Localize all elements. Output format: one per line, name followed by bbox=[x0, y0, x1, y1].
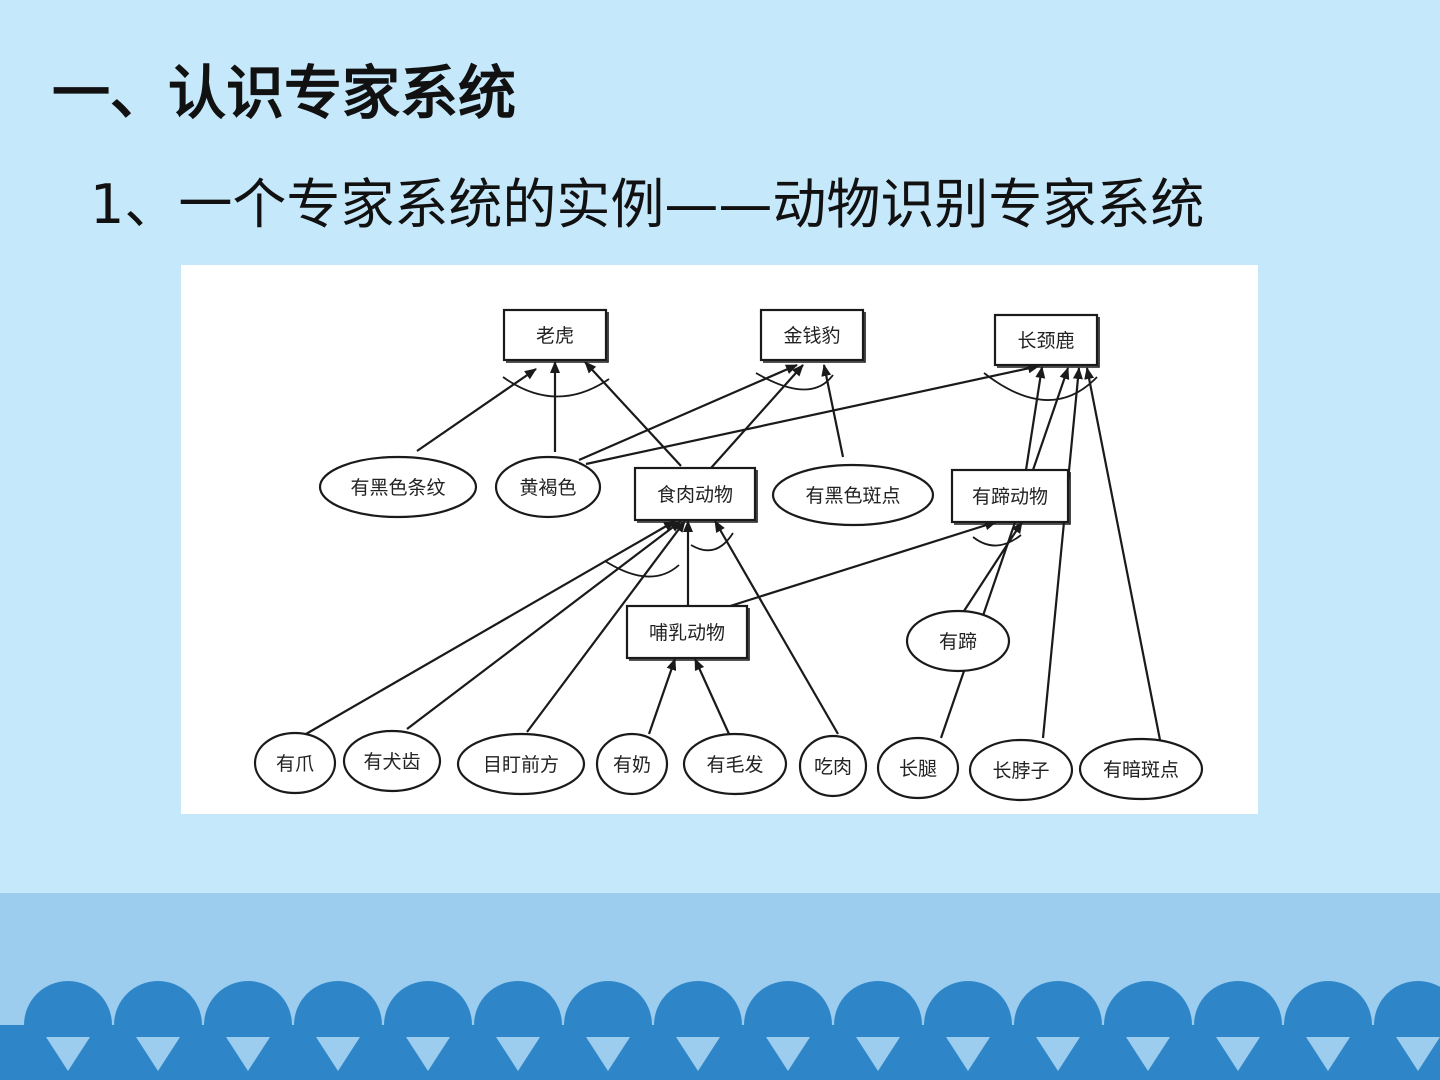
edge-eats_meat-to-carnivore bbox=[714, 520, 839, 735]
node-giraffe: 长颈鹿 bbox=[993, 313, 1100, 368]
node-ungulate: 有蹄动物 bbox=[950, 468, 1071, 525]
node-black-stripes: 有黑色条纹 bbox=[318, 455, 478, 519]
edge-tawny-to-giraffe bbox=[585, 363, 1040, 466]
node-label: 有奶 bbox=[613, 754, 651, 776]
scallop-triangle bbox=[316, 1037, 360, 1071]
node-milk: 有奶 bbox=[595, 732, 669, 796]
edge-hooves-to-ungulate bbox=[963, 521, 1023, 612]
edge-claws-to-carnivore bbox=[305, 520, 676, 735]
edge-long_legs-to-giraffe bbox=[939, 367, 1070, 739]
scallop-triangle bbox=[226, 1037, 270, 1071]
node-long-legs: 长腿 bbox=[876, 736, 960, 800]
slide-subtitle: 1、一个专家系统的实例——动物识别专家系统 bbox=[90, 173, 1205, 236]
node-label: 食肉动物 bbox=[657, 484, 733, 506]
edge-mammal-to-ungulate bbox=[726, 520, 997, 609]
node-label: 有蹄 bbox=[939, 631, 977, 653]
scallop-triangle bbox=[136, 1037, 180, 1071]
node-label: 有爪 bbox=[276, 753, 314, 775]
node-label: 长腿 bbox=[899, 758, 937, 780]
node-claws: 有爪 bbox=[253, 731, 337, 795]
node-label: 有黑色条纹 bbox=[350, 477, 445, 499]
node-label: 有犬齿 bbox=[363, 751, 420, 773]
scallop-triangle bbox=[946, 1037, 990, 1071]
scallop-triangle bbox=[1216, 1037, 1260, 1071]
node-canines: 有犬齿 bbox=[342, 729, 442, 793]
scallop-base bbox=[0, 1025, 1440, 1080]
scallop-triangle bbox=[496, 1037, 540, 1071]
edge-long_neck-to-giraffe bbox=[1041, 367, 1083, 739]
scallop-triangle bbox=[1036, 1037, 1080, 1071]
and-arc-ungulate bbox=[972, 534, 1022, 547]
node-label: 有暗斑点 bbox=[1103, 759, 1179, 781]
node-long-neck: 长脖子 bbox=[968, 738, 1074, 802]
and-arc-giraffe bbox=[983, 372, 1098, 401]
node-black-spots: 有黑色斑点 bbox=[771, 463, 935, 527]
edge-carnivore-to-leopard bbox=[710, 364, 804, 469]
scallop-triangle bbox=[856, 1037, 900, 1071]
node-label: 长颈鹿 bbox=[1017, 330, 1074, 352]
node-leopard: 金钱豹 bbox=[759, 308, 866, 363]
slide-title: 一、认识专家系统 bbox=[52, 59, 517, 127]
node-label: 长脖子 bbox=[992, 760, 1049, 782]
node-hair: 有毛发 bbox=[682, 732, 788, 796]
node-label: 金钱豹 bbox=[783, 325, 840, 347]
edge-ungulate-to-giraffe bbox=[1024, 366, 1046, 471]
edge-carnivore-to-tiger bbox=[584, 361, 682, 467]
scallop-triangle bbox=[766, 1037, 810, 1071]
and-arc-leopard bbox=[755, 372, 834, 391]
edge-dark_spots-to-giraffe bbox=[1084, 367, 1162, 741]
edge-milk-to-mammal bbox=[647, 658, 677, 735]
scallop-triangle bbox=[586, 1037, 630, 1071]
node-label: 老虎 bbox=[536, 325, 574, 347]
node-label: 吃肉 bbox=[814, 756, 852, 778]
node-carnivore: 食肉动物 bbox=[633, 466, 758, 523]
scallop-decoration bbox=[0, 981, 1440, 1080]
node-label: 有黑色斑点 bbox=[805, 485, 900, 507]
node-label: 目盯前方 bbox=[483, 754, 559, 776]
scallop-triangle bbox=[1126, 1037, 1170, 1071]
diagram-panel: 老虎 金钱豹 长颈鹿有黑色条纹 黄褐色 食肉动物 有黑色斑点 有蹄动物哺乳动物 有蹄有爪 有犬齿… bbox=[181, 265, 1258, 814]
node-tawny: 黄褐色 bbox=[494, 455, 602, 519]
node-dark-spots: 有暗斑点 bbox=[1078, 737, 1204, 801]
node-label: 有毛发 bbox=[706, 754, 763, 776]
node-label: 哺乳动物 bbox=[649, 622, 725, 644]
node-eats-meat: 吃肉 bbox=[798, 734, 868, 798]
node-mammal: 哺乳动物 bbox=[625, 604, 750, 661]
scallop-triangle bbox=[46, 1037, 90, 1071]
edge-tawny-to-leopard bbox=[578, 363, 798, 462]
scallop-triangle bbox=[406, 1037, 450, 1071]
scallop-triangle bbox=[676, 1037, 720, 1071]
edge-canines-to-carnivore bbox=[406, 520, 682, 730]
scallop-triangle bbox=[1306, 1037, 1350, 1071]
node-eyes-forward: 目盯前方 bbox=[456, 732, 586, 796]
node-label: 黄褐色 bbox=[519, 477, 576, 499]
edge-black_stripes-to-tiger bbox=[416, 368, 537, 452]
node-tiger: 老虎 bbox=[502, 308, 609, 363]
and-arc-carnivore bbox=[604, 532, 734, 578]
and-arc-tiger bbox=[502, 376, 610, 398]
node-hooves: 有蹄 bbox=[905, 609, 1011, 673]
node-label: 有蹄动物 bbox=[972, 486, 1048, 508]
edge-hair-to-mammal bbox=[693, 658, 731, 735]
scallop-triangle bbox=[1396, 1037, 1440, 1071]
edge-eyes_forward-to-carnivore bbox=[526, 520, 686, 733]
